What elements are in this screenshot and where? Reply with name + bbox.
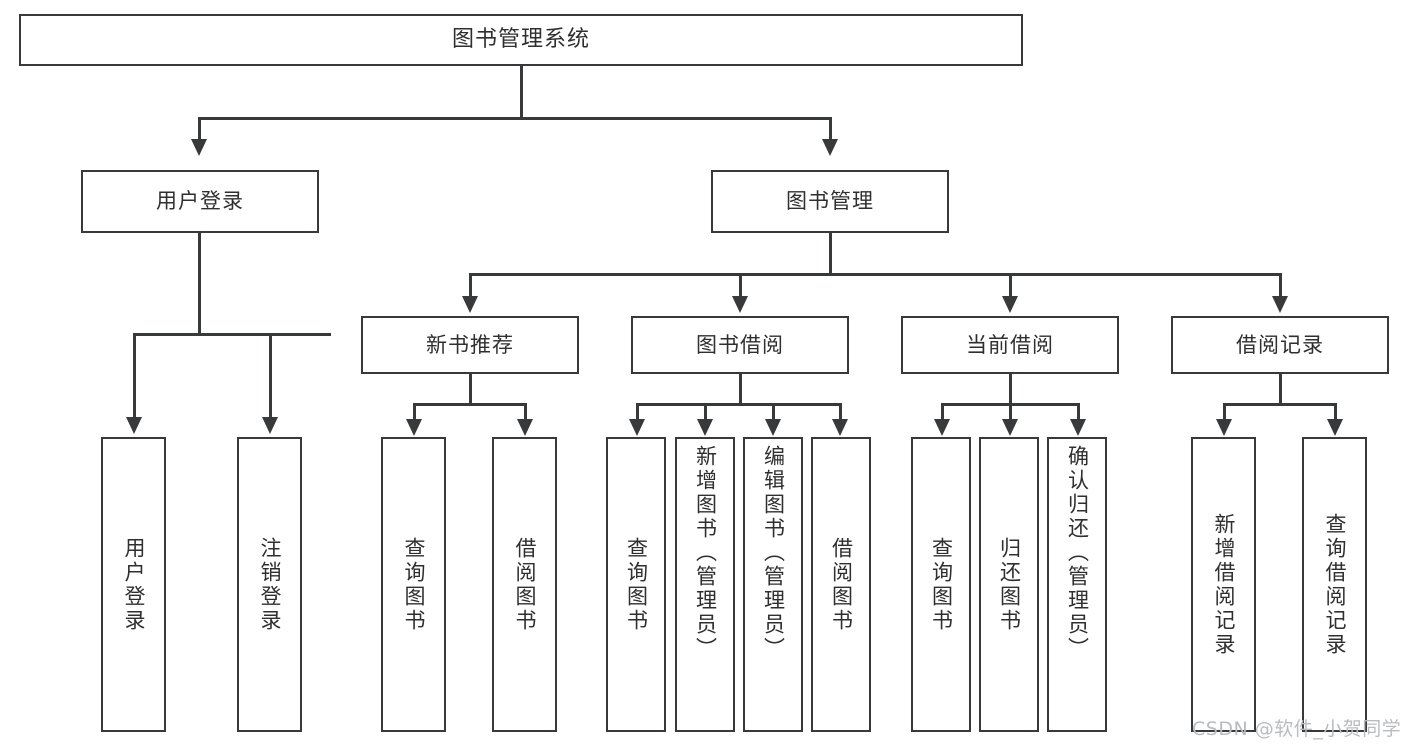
- arrowhead-book-manage-child-3: [1002, 296, 1018, 313]
- arrowhead-current-borrow-leaf-3: [1070, 419, 1086, 436]
- connector-root-bus: [198, 117, 832, 120]
- connector-book-manage-bus: [469, 273, 1281, 276]
- connector-book-borrow-bus: [636, 403, 841, 406]
- arrowhead-book-borrow-leaf-4: [832, 419, 848, 436]
- connector-book-manage-child-2: [739, 273, 742, 298]
- node-label: 用户登录: [156, 189, 244, 214]
- arrowhead-book-borrow-leaf-3: [765, 419, 781, 436]
- connector-current-borrow-leaf-1: [941, 403, 944, 421]
- node-label: 借阅记录: [1236, 332, 1324, 357]
- arrowhead-borrow-record-leaf-2: [1327, 419, 1343, 436]
- connector-current-borrow-leaf-3: [1077, 403, 1080, 421]
- node-label: 借阅图书: [829, 536, 854, 633]
- connector-user-login-child-2: [269, 333, 272, 419]
- node-label: 新书推荐: [426, 332, 514, 357]
- node-book-borrow[interactable]: 图书借阅: [631, 316, 849, 374]
- connector-current-borrow-leaf-2: [1009, 403, 1012, 421]
- connector-book-manage-child-4: [1279, 273, 1282, 298]
- leaf-query-book-borrow[interactable]: 查询图书: [606, 437, 666, 732]
- connector-new-book-leaf-1: [413, 403, 416, 421]
- connector-book-manage-stem: [829, 233, 832, 275]
- node-root-system[interactable]: 图书管理系统: [19, 14, 1023, 66]
- connector-book-borrow-leaf-4: [839, 403, 842, 421]
- leaf-query-borrow-record[interactable]: 查询借阅记录: [1302, 437, 1367, 732]
- arrowhead-new-book-leaf-1: [406, 419, 422, 436]
- node-current-borrow[interactable]: 当前借阅: [901, 316, 1119, 374]
- connector-new-book-leaf-2: [524, 403, 527, 421]
- node-label: 查询借阅记录: [1323, 512, 1347, 657]
- node-label: 确认归还（管理员）: [1065, 445, 1090, 661]
- node-label: 图书借阅: [696, 332, 784, 357]
- connector-root-to-user-login: [198, 117, 201, 141]
- node-borrow-record[interactable]: 借阅记录: [1171, 316, 1389, 374]
- node-label: 当前借阅: [966, 332, 1054, 357]
- leaf-add-borrow-record[interactable]: 新增借阅记录: [1191, 437, 1256, 732]
- arrowhead-current-borrow-leaf-2: [1002, 419, 1018, 436]
- arrowhead-book-manage-child-1: [462, 296, 478, 313]
- node-label: 查询图书: [402, 536, 426, 633]
- csdn-watermark: CSDN @软件_小贺同学: [1192, 718, 1402, 740]
- arrowhead-book-manage-child-4: [1272, 296, 1288, 313]
- node-label: 归还图书: [997, 536, 1022, 633]
- connector-book-borrow-stem: [739, 374, 742, 405]
- arrowhead-new-book-leaf-2: [517, 419, 533, 436]
- connector-borrow-record-stem: [1279, 374, 1282, 405]
- connector-book-manage-child-1: [469, 273, 472, 298]
- leaf-borrow-book-recommend[interactable]: 借阅图书: [492, 437, 557, 732]
- arrowhead-root-to-user-login: [191, 139, 207, 156]
- leaf-user-logout[interactable]: 注销登录: [237, 437, 302, 732]
- connector-root-to-book-manage: [829, 117, 832, 141]
- arrowhead-book-manage-child-2: [732, 296, 748, 313]
- connector-root-stem: [520, 66, 523, 118]
- node-label: 图书管理系统: [451, 27, 590, 53]
- connector-book-borrow-leaf-1: [636, 403, 639, 421]
- node-new-book-recommend[interactable]: 新书推荐: [361, 316, 579, 374]
- node-label: 新增图书（管理员）: [693, 445, 718, 661]
- leaf-confirm-return[interactable]: 确认归还（管理员）: [1047, 437, 1107, 732]
- connector-user-login-stem: [198, 233, 201, 335]
- connector-user-login-child-1: [133, 333, 136, 419]
- leaf-query-book-current[interactable]: 查询图书: [911, 437, 971, 732]
- node-label: 查询图书: [624, 536, 649, 633]
- connector-borrow-record-bus: [1223, 403, 1336, 406]
- connector-borrow-record-leaf-1: [1223, 403, 1226, 421]
- arrowhead-book-borrow-leaf-1: [629, 419, 645, 436]
- node-label: 用户登录: [122, 536, 146, 633]
- arrowhead-book-borrow-leaf-2: [697, 419, 713, 436]
- node-label: 图书管理: [786, 189, 874, 214]
- connector-book-manage-child-3: [1009, 273, 1012, 298]
- connector-new-book-stem: [469, 374, 472, 405]
- arrowhead-root-to-book-manage: [822, 139, 838, 156]
- node-user-login[interactable]: 用户登录: [81, 170, 319, 233]
- node-label: 新增借阅记录: [1212, 512, 1236, 657]
- node-label: 借阅图书: [513, 536, 537, 633]
- node-label: 查询图书: [929, 536, 954, 633]
- connector-book-borrow-leaf-2: [704, 403, 707, 421]
- leaf-add-book[interactable]: 新增图书（管理员）: [675, 437, 735, 732]
- leaf-query-book-recommend[interactable]: 查询图书: [381, 437, 446, 732]
- node-book-manage[interactable]: 图书管理: [711, 170, 949, 233]
- leaf-edit-book[interactable]: 编辑图书（管理员）: [743, 437, 803, 732]
- arrowhead-borrow-record-leaf-1: [1216, 419, 1232, 436]
- leaf-borrow-book-borrow[interactable]: 借阅图书: [811, 437, 871, 732]
- connector-borrow-record-leaf-2: [1334, 403, 1337, 421]
- connector-new-book-bus: [413, 403, 526, 406]
- node-label: 注销登录: [258, 536, 282, 633]
- leaf-return-book[interactable]: 归还图书: [979, 437, 1039, 732]
- leaf-user-login[interactable]: 用户登录: [101, 437, 166, 732]
- arrowhead-user-login-child-1: [126, 417, 142, 434]
- arrowhead-current-borrow-leaf-1: [934, 419, 950, 436]
- arrowhead-user-login-child-2: [262, 417, 278, 434]
- connector-user-login-bus: [133, 333, 331, 336]
- connector-book-borrow-leaf-3: [772, 403, 775, 421]
- connector-current-borrow-stem: [1009, 374, 1012, 405]
- node-label: 编辑图书（管理员）: [761, 445, 786, 661]
